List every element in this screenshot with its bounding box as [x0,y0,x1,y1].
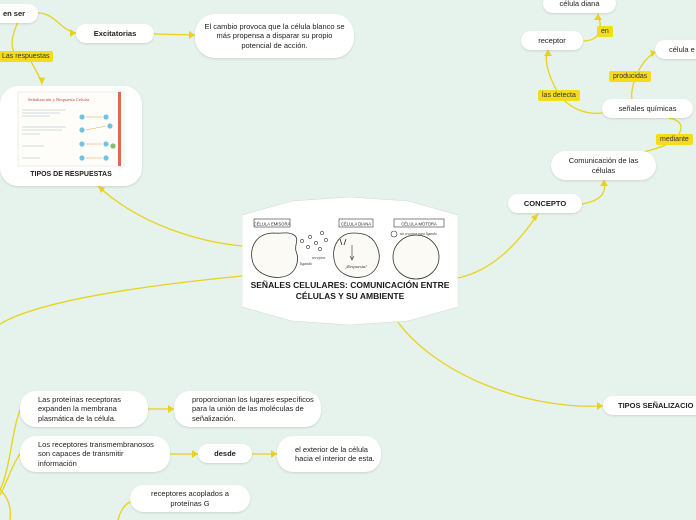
connector-left-lower [0,489,12,520]
node-concepto[interactable]: CONCEPTO [508,194,582,213]
node-cambio[interactable]: El cambio provoca que la célula blanco s… [195,14,354,58]
arrowhead [600,180,608,186]
caption-sin-receptor: sin receptor para ligando [400,232,437,236]
connector-comunicacion-senales [639,115,682,154]
central-title: SEÑALES CELULARES: COMUNICACIÓN ENTRE CÉ… [250,280,450,302]
tag-las-detecta: las detecta [538,90,580,102]
node-en-ser[interactable]: en ser [0,4,38,23]
arrowhead [189,31,195,39]
connector-concepto-comunicacion [581,179,606,205]
node-excitatorias[interactable]: Excitatorias [76,24,154,43]
node-exterior[interactable]: el exterior de la célula hacia el interi… [277,436,381,472]
caption-ligando: ligando [300,261,312,266]
connector-ener-tag [11,21,19,53]
node-senales-quimicas[interactable]: señales químicas [602,99,693,118]
connector-acoplados [117,501,131,520]
label-tipos-respuestas: TIPOS DE RESPUESTAS [30,171,112,178]
connector-central-concepto [457,213,539,279]
node-comunicacion[interactable]: Comunicación de las células [551,151,656,180]
node-proporcionan[interactable]: proporcionan los lugares específicos par… [174,391,321,427]
connector-central-left [0,275,243,325]
arrowhead [650,50,656,57]
node-tipos-respuestas[interactable]: Señalización y Respuesta Celular [0,86,142,186]
arrowhead [271,450,277,458]
caption-receptor: receptor [312,255,326,260]
panel-label-emisora: CÉLULA EMISORA [254,222,291,227]
panel-label-motora: CÉLULA MOTORA [401,222,437,227]
connector-left-transmembranosos [0,453,21,496]
node-celula-diana[interactable]: célula diana [543,0,616,13]
tag-producidas: producidas [609,71,652,83]
arrowhead [98,186,105,193]
node-proteinas[interactable]: Las proteínas receptoras expanden la mem… [20,391,148,427]
node-desde[interactable]: desde [198,444,252,463]
arrowhead [70,29,76,37]
central-node[interactable]: CÉLULA EMISORA CÉLULA DIANA CÉLULA MOTOR… [242,197,458,325]
arrowhead [594,14,602,20]
arrowhead [544,50,552,56]
connector-left-proteinas [0,409,21,491]
tag-en: en [597,26,613,38]
arrowhead [192,450,198,458]
tag-las-respuestas: Las respuestas [0,51,54,63]
thumbnail-image: Señalización y Respuesta Celular [17,91,125,167]
connector-central-tipos [394,317,604,407]
arrowhead [168,405,174,413]
panel-label-diana: CÉLULA DIANA [341,222,371,227]
thumbnail-title: Señalización y Respuesta Celular [28,97,90,102]
arrowhead [38,77,45,84]
caption-respuesta: ¡Respuesta! [345,264,367,269]
node-tipos-senalizacion[interactable]: TIPOS SEÑALIZACIO [603,396,696,415]
node-transmembranosos[interactable]: Los receptores transmembranosos son capa… [20,436,170,472]
tag-mediante: mediante [656,134,693,146]
arrowhead [597,402,603,410]
connector-senales-receptor [545,49,603,114]
node-celula-e[interactable]: célula e [655,40,696,59]
node-acoplados[interactable]: receptores acoplados a proteínas G [130,485,250,512]
node-receptor[interactable]: receptor [521,31,583,50]
arrowhead [531,214,538,221]
connector-thumb-central [97,185,243,247]
connector-excitatorias-cambio [153,33,196,36]
